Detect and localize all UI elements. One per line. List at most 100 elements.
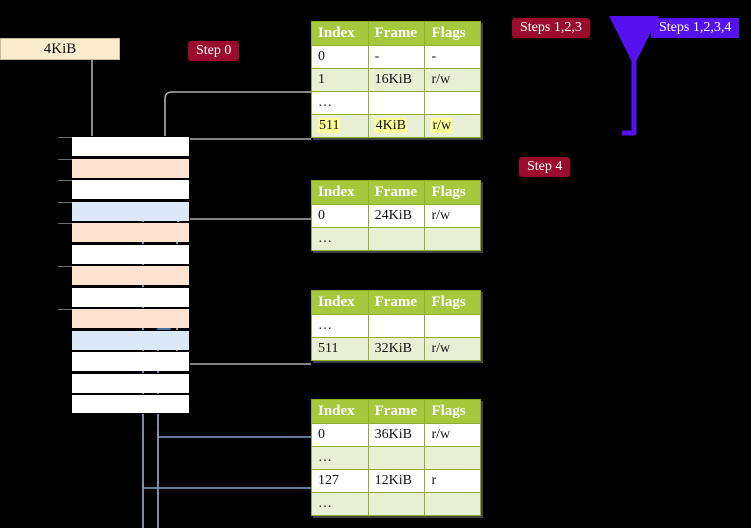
memory-row-tick: [58, 223, 72, 224]
highlight-mark: r/w: [431, 118, 453, 133]
column-header-flags: Flags: [424, 290, 481, 315]
highlight-mark: 511: [318, 118, 341, 133]
table-row: 511 4KiB r/w: [311, 114, 481, 138]
purple-bracket-arrow: [609, 16, 659, 136]
column-header-flags: Flags: [424, 399, 481, 424]
page-table-flags-cell: r/w: [424, 337, 481, 361]
highlight-mark: 4KiB: [374, 118, 407, 133]
page-table-index-cell: 0: [311, 45, 369, 69]
page-table-frame-cell: [367, 492, 426, 516]
step-0-badge: Step 0: [188, 41, 240, 61]
page-table-frame-cell: [367, 91, 426, 115]
page-table-frame-cell: 12KiB: [367, 469, 426, 493]
wire-t3-to-memory: [175, 309, 311, 365]
step-4-badge: Step 4: [519, 157, 571, 177]
page-table-frame-cell: [367, 314, 426, 338]
memory-frame-row: [58, 222, 190, 242]
wire-t1-row-to-memory2: [175, 138, 311, 157]
page-table-index-cell: …: [311, 227, 369, 251]
page-table-index-cell: 1: [311, 68, 369, 92]
memory-row-tick: [58, 158, 72, 160]
memory-frame-row: [71, 329, 190, 350]
page-table-frame-cell: 16KiB: [367, 68, 426, 92]
page-table-index-cell: 0: [311, 423, 369, 447]
memory-frame-row: [58, 157, 190, 178]
page-table-frame-cell: [367, 446, 426, 470]
page-table-frame-cell: 36KiB: [367, 423, 426, 447]
page-table-flags-cell: r/w: [424, 68, 481, 92]
page-table-index-cell: 0: [311, 204, 369, 228]
page-table-flags-cell: [424, 314, 481, 338]
column-header-frame: Frame: [367, 399, 426, 424]
page-table-flags-cell: [424, 492, 481, 516]
wire-t2-to-memory: [175, 218, 311, 265]
table-row: …: [311, 314, 481, 338]
page-table-flags-cell: r/w: [424, 114, 481, 138]
page-table-flags-cell: -: [424, 45, 481, 69]
table-row: …: [311, 227, 481, 251]
memory-frame-row: [71, 286, 190, 307]
page-table-flags-cell: [424, 91, 481, 115]
memory-frame-row: [71, 372, 190, 393]
page-table-index-cell: …: [311, 492, 369, 516]
memory-row-tick: [58, 180, 72, 181]
column-header-index: Index: [311, 180, 369, 205]
memory-frame-row: [71, 243, 190, 264]
page-table-frame-cell: -: [367, 45, 426, 69]
page-table-index-cell: 511: [311, 114, 369, 138]
table-header-row: Index Frame Flags: [311, 21, 481, 46]
column-header-frame: Frame: [367, 290, 426, 315]
table-row: …: [311, 492, 481, 516]
wire-memory-to-t4-row127: [142, 482, 311, 489]
memory-frame-row: [71, 351, 190, 371]
memory-frame-row: [58, 200, 190, 221]
memory-row-tick: [58, 201, 72, 203]
column-header-frame: Frame: [367, 21, 426, 46]
memory-frame-row: [58, 308, 190, 328]
table-header-row: Index Frame Flags: [311, 290, 481, 315]
page-table-index-cell: 127: [311, 469, 369, 493]
page-table-flags-cell: r: [424, 469, 481, 493]
table-row: …: [311, 91, 481, 115]
memory-row-tick: [58, 309, 72, 310]
steps-1234-badge: Steps 1,2,3,4: [651, 18, 740, 38]
page-table-index-cell: 511: [311, 337, 369, 361]
column-header-index: Index: [311, 21, 369, 46]
page-table-flags-cell: r/w: [424, 423, 481, 447]
page-table-flags-cell: [424, 446, 481, 470]
memory-frame-row: [58, 265, 190, 285]
page-table-flags-cell: r/w: [424, 204, 481, 228]
page-table-index-cell: …: [311, 446, 369, 470]
steps-123-badge: Steps 1,2,3: [512, 18, 590, 38]
column-header-frame: Frame: [367, 180, 426, 205]
page-table-index-cell: …: [311, 314, 369, 338]
table-row: 0--: [311, 45, 481, 69]
page-table-index-cell: …: [311, 91, 369, 115]
memory-frame-row: [58, 179, 190, 199]
page-table-frame-cell: 4KiB: [367, 114, 426, 138]
column-header-flags: Flags: [424, 21, 481, 46]
table-header-row: Index Frame Flags: [311, 180, 481, 205]
column-header-flags: Flags: [424, 180, 481, 205]
table-header-row: Index Frame Flags: [311, 399, 481, 424]
page-table-frame-cell: [367, 227, 426, 251]
memory-row-tick: [58, 137, 72, 138]
column-header-index: Index: [311, 290, 369, 315]
wire-memory-to-t4-row0: [157, 430, 311, 438]
frame-size-label: 4KiB: [0, 38, 120, 60]
memory-frame-row: [58, 136, 190, 156]
table-row: …: [311, 446, 481, 470]
page-table-flags-cell: [424, 227, 481, 251]
memory-row-tick: [58, 266, 72, 267]
physical-memory-column: [58, 136, 190, 416]
